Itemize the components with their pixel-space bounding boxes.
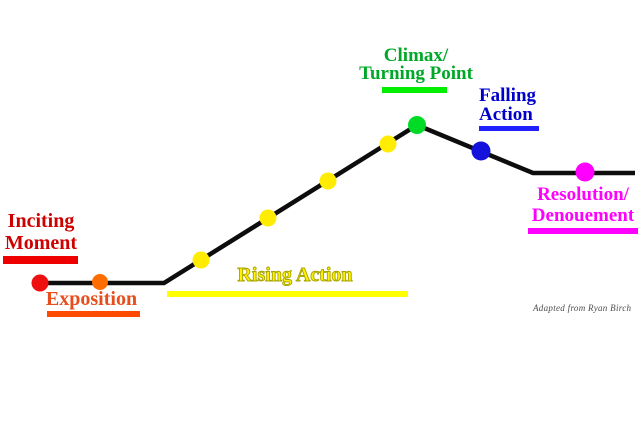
resolution-dot [575,162,595,182]
falling-action-label-line2: Action [479,104,533,125]
exposition-dot [92,274,108,290]
exposition-label: Exposition [45,288,138,310]
resolution-underline [528,228,638,234]
resolution-label-line1: Resolution/ [537,184,629,205]
attribution-text: Adapted from Ryan Birch [533,303,632,313]
resolution-label-line2: Denouement [531,205,635,226]
exposition-underline [47,311,140,317]
inciting-moment-dot [31,274,49,292]
inciting-moment-label-line1: Inciting [7,210,75,232]
falling-action-dot [471,141,491,161]
rising-action-dot-3 [319,172,337,190]
falling-action-label-line1: Falling [479,85,537,106]
rising-action-label: Rising Action [237,264,353,287]
rising-action-dot-1 [192,251,210,269]
climax-label-line2: Turning Point [359,63,473,84]
rising-action-underline [167,291,408,297]
climax-label-line1: Climax/ [383,45,449,66]
inciting-moment-label-line2: Moment [4,232,78,254]
inciting-moment-label: Inciting Moment [1,210,81,254]
falling-action-underline [479,126,539,131]
climax-dot [408,116,426,134]
inciting-moment-underline [3,256,78,264]
climax-label: Climax/ Turning Point [346,45,486,84]
falling-action-label: Falling Action [479,86,549,124]
resolution-label: Resolution/ Denouement [523,184,640,226]
rising-action-dot-4 [379,135,397,153]
rising-action-dot-2 [259,209,277,227]
climax-underline [382,87,447,93]
